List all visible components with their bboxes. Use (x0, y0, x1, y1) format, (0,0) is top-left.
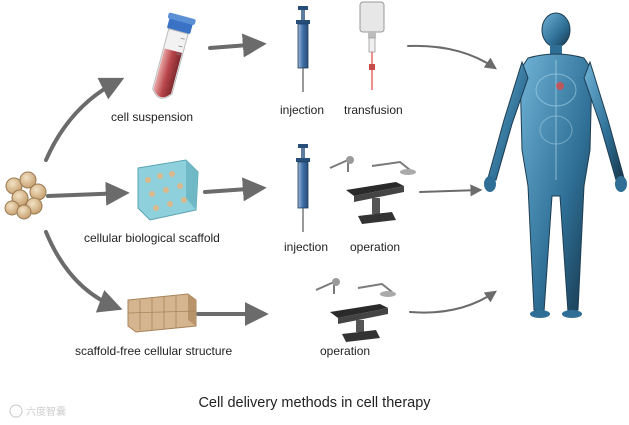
label-cell-suspension: cell suspension (111, 110, 194, 124)
scaffold-free-structure-icon (127, 293, 197, 333)
watermark-logo: 六度智囊 (9, 404, 66, 418)
syringe-icon (296, 6, 310, 92)
arrow-to-scaffold (46, 181, 130, 206)
cell-cluster-icon (4, 171, 47, 220)
arrow-operation-to-body (419, 184, 483, 197)
arrows (44, 33, 497, 326)
operating-table-icon (315, 278, 396, 342)
operating-table-icon (329, 156, 416, 224)
label-operation: operation (320, 344, 371, 358)
arrow-suspension-to-injection (208, 33, 267, 58)
biological-scaffold-icon (137, 159, 199, 221)
arrow-operation2-to-body (409, 290, 497, 314)
arrow-to-scaffold-free (44, 230, 123, 313)
arrow-to-suspension (44, 77, 125, 162)
label-scaffold-free-cellular-structure: scaffold-free cellular structure (75, 344, 233, 358)
label-transfusion: transfusion (344, 103, 403, 117)
label-injection: injection (284, 240, 329, 254)
figure-caption: Cell delivery methods in cell therapy (198, 395, 431, 411)
label-injection: injection (280, 103, 325, 117)
human-body-icon (484, 12, 627, 318)
syringe-icon (296, 144, 310, 232)
label-operation: operation (350, 240, 401, 254)
arrow-scaffold-to-injection (203, 177, 267, 202)
test-tube-icon (152, 12, 196, 99)
iv-bag-icon (359, 1, 385, 90)
svg-text:六度智囊: 六度智囊 (26, 405, 66, 418)
arrow-transfusion-to-body (407, 44, 497, 70)
label-cellular-biological-scaffold: cellular biological scaffold (84, 231, 220, 245)
